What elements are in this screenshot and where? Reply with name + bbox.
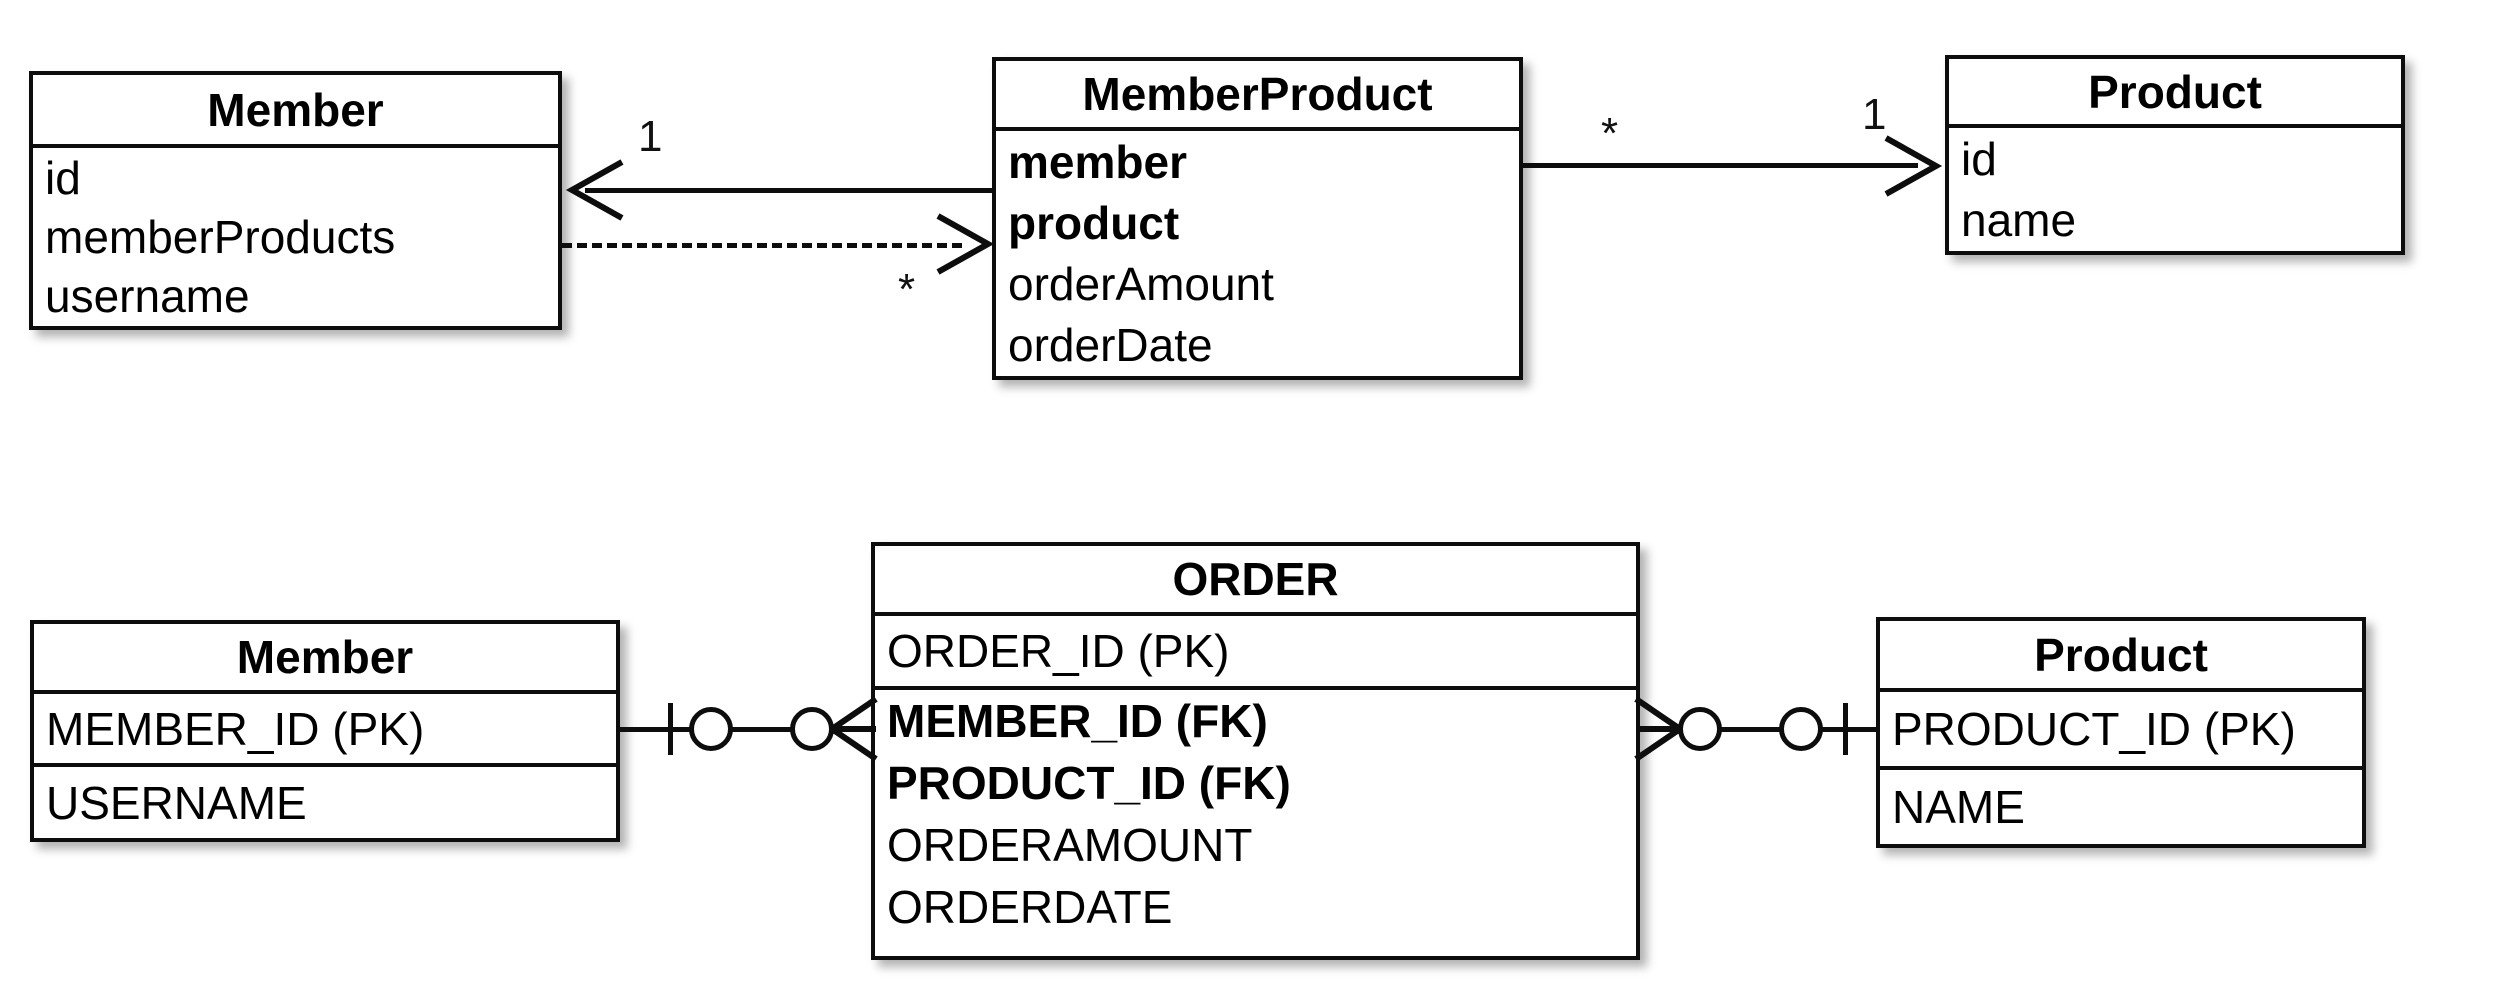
- uml-assoc-memberproduct-product-arrowhead: [1884, 135, 1943, 197]
- uml-assoc-memberproduct-product-line: [1523, 163, 1918, 168]
- er-rel-member-order-right-optional-circle: [790, 707, 834, 751]
- uml-class-memberproduct-attr-product: product: [1008, 196, 1180, 249]
- er-rel-order-product-left-optional-circle: [1678, 707, 1722, 751]
- er-table-member[interactable]: Member MEMBER_ID (PK) USERNAME: [30, 620, 620, 842]
- uml-class-memberproduct-attr-orderDate: orderDate: [1008, 319, 1213, 372]
- er-rel-order-product-line: [1676, 727, 1876, 732]
- er-rel-order-product-one-tick: [1843, 703, 1848, 755]
- uml-class-memberproduct-attr-orderAmount: orderAmount: [1008, 258, 1274, 311]
- er-table-member-title: Member: [34, 624, 616, 694]
- er-table-order-column-orderamount: ORDERAMOUNT: [887, 819, 1253, 871]
- uml-assoc-memberproduct-product-source-multiplicity: *: [1601, 109, 1619, 158]
- er-table-product-title: Product: [1880, 621, 2362, 692]
- uml-class-member-attr-id: id: [45, 151, 81, 204]
- er-table-product-column-product-id: PRODUCT_ID (PK): [1880, 692, 2362, 770]
- er-table-order-column-orderdate: ORDERDATE: [887, 881, 1173, 933]
- uml-class-member[interactable]: Member id memberProducts username: [29, 71, 562, 330]
- er-rel-member-order-line: [620, 727, 871, 732]
- uml-assoc-memberproduct-member-multiplicity: 1: [638, 112, 663, 161]
- er-table-product-column-name: NAME: [1892, 781, 2025, 833]
- uml-class-product-title: Product: [1949, 59, 2401, 129]
- uml-assoc-memberproduct-product-target-multiplicity: 1: [1862, 90, 1887, 139]
- uml-assoc-member-memberproduct-multiplicity: *: [898, 265, 916, 314]
- uml-class-product-attr-id: id: [1961, 132, 1997, 185]
- uml-class-product-attr-name: name: [1961, 194, 2077, 247]
- er-rel-member-order-left-optional-circle: [689, 707, 733, 751]
- uml-assoc-member-memberproduct-arrowhead: [936, 213, 995, 275]
- er-table-member-column-member-id: MEMBER_ID (PK): [34, 694, 616, 768]
- uml-assoc-memberproduct-member-line: [585, 188, 995, 193]
- uml-class-member-attr-username: username: [45, 270, 250, 323]
- er-table-order-title: ORDER: [875, 546, 1636, 616]
- er-table-order[interactable]: ORDER ORDER_ID (PK) MEMBER_ID (FK) PRODU…: [871, 542, 1640, 960]
- er-rel-member-order-crowfoot: [830, 696, 878, 762]
- uml-class-memberproduct-attr-member: member: [1008, 135, 1187, 188]
- uml-class-product[interactable]: Product id name: [1945, 55, 2405, 255]
- uml-class-memberproduct[interactable]: MemberProduct member product orderAmount…: [992, 57, 1523, 380]
- uml-class-member-attr-memberProducts: memberProducts: [45, 211, 396, 264]
- uml-class-member-title: Member: [33, 75, 558, 149]
- er-table-order-column-product-id: PRODUCT_ID (FK): [887, 757, 1291, 809]
- uml-class-memberproduct-title: MemberProduct: [996, 61, 1519, 132]
- er-table-member-column-username: USERNAME: [46, 776, 307, 829]
- er-rel-member-order-one-tick: [668, 703, 673, 755]
- uml-assoc-memberproduct-member-arrowhead: [565, 159, 624, 221]
- er-table-order-column-order-id: ORDER_ID (PK): [875, 616, 1636, 690]
- er-table-order-column-member-id: MEMBER_ID (FK): [887, 695, 1268, 747]
- uml-assoc-member-memberproduct-line: [562, 243, 962, 248]
- er-rel-order-product-crowfoot: [1634, 696, 1682, 762]
- er-rel-order-product-right-optional-circle: [1779, 707, 1823, 751]
- er-table-product[interactable]: Product PRODUCT_ID (PK) NAME: [1876, 617, 2366, 848]
